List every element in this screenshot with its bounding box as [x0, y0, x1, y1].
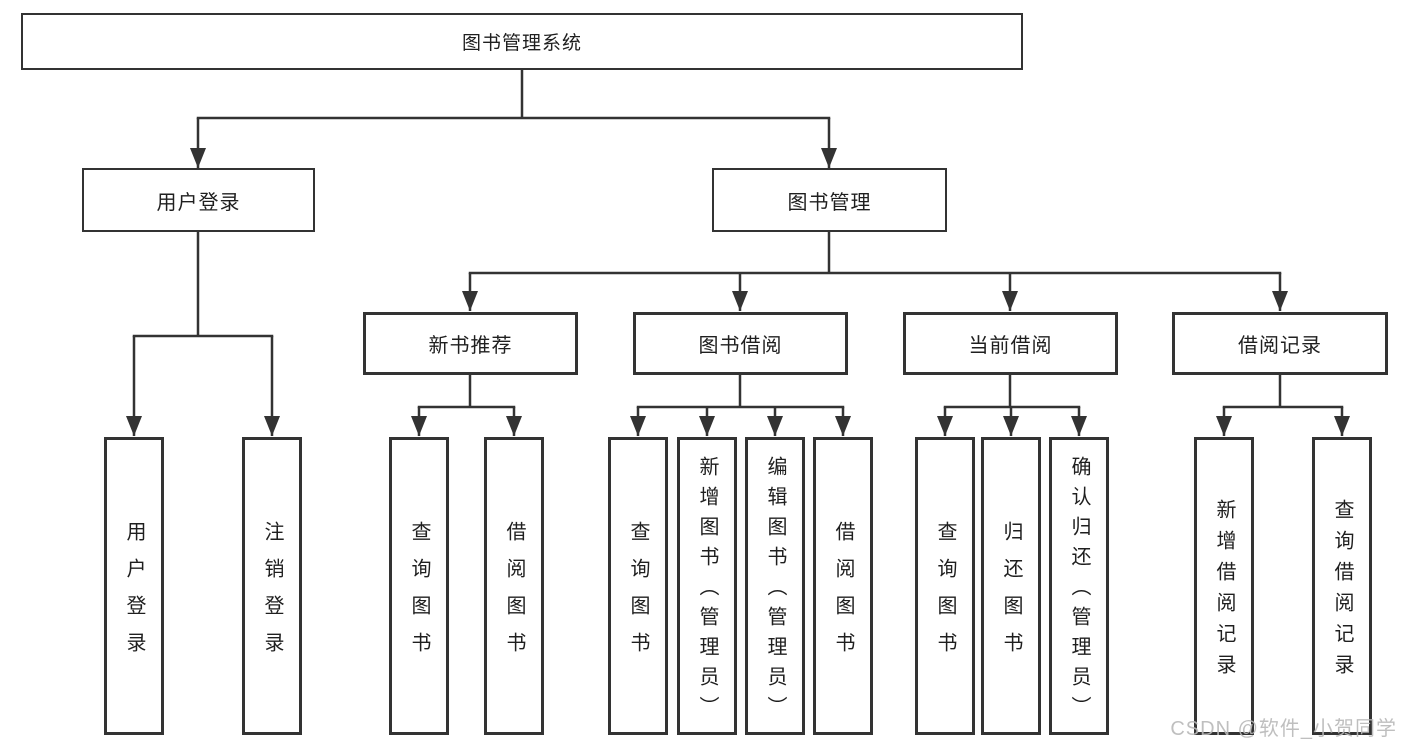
node-label: 图书管理 [787, 191, 872, 214]
node-label: 图书管理系统 [461, 33, 582, 54]
node-label: 确认归还（管理员） [1068, 456, 1090, 726]
node-label: 注销登录 [261, 520, 283, 669]
node-label: 图书借阅 [698, 335, 783, 357]
node-leaf-query-books-current: 查询图书 [915, 437, 975, 735]
node-label: 用户登录 [123, 520, 145, 669]
node-library-management-system: 图书管理系统 [21, 13, 1023, 70]
node-leaf-query-books-borrow: 查询图书 [608, 437, 668, 735]
node-leaf-user-login: 用户登录 [104, 437, 164, 735]
node-user-login: 用户登录 [82, 168, 315, 232]
node-label: 查询借阅记录 [1331, 498, 1353, 685]
node-leaf-query-borrow-record: 查询借阅记录 [1312, 437, 1372, 735]
node-label: 编辑图书（管理员） [764, 456, 786, 726]
node-leaf-edit-books-admin: 编辑图书（管理员） [745, 437, 805, 735]
node-label: 查询图书 [934, 520, 956, 669]
node-leaf-logout: 注销登录 [242, 437, 302, 735]
node-label: 新增借阅记录 [1213, 498, 1235, 685]
node-borrowing-records: 借阅记录 [1172, 312, 1388, 375]
node-leaf-add-books-admin: 新增图书（管理员） [677, 437, 737, 735]
node-label: 借阅图书 [832, 520, 854, 669]
node-label: 归还图书 [1000, 520, 1022, 669]
node-label: 借阅记录 [1238, 335, 1322, 357]
node-leaf-confirm-return-admin: 确认归还（管理员） [1049, 437, 1109, 735]
node-leaf-borrow-books-recommend: 借阅图书 [484, 437, 544, 735]
node-book-borrowing: 图书借阅 [633, 312, 848, 375]
node-leaf-borrow-books: 借阅图书 [813, 437, 873, 735]
node-label: 用户登录 [156, 191, 241, 214]
node-label: 当前借阅 [968, 335, 1053, 357]
node-current-borrowing: 当前借阅 [903, 312, 1118, 375]
node-new-book-recommendation: 新书推荐 [363, 312, 578, 375]
node-label: 查询图书 [408, 520, 430, 669]
node-label: 新书推荐 [428, 335, 513, 357]
node-leaf-return-books: 归还图书 [981, 437, 1041, 735]
node-label: 新增图书（管理员） [696, 456, 718, 726]
node-book-management: 图书管理 [712, 168, 947, 232]
node-leaf-add-borrow-record: 新增借阅记录 [1194, 437, 1254, 735]
node-leaf-query-books-recommend: 查询图书 [389, 437, 449, 735]
node-label: 查询图书 [627, 520, 649, 669]
node-label: 借阅图书 [503, 520, 525, 669]
